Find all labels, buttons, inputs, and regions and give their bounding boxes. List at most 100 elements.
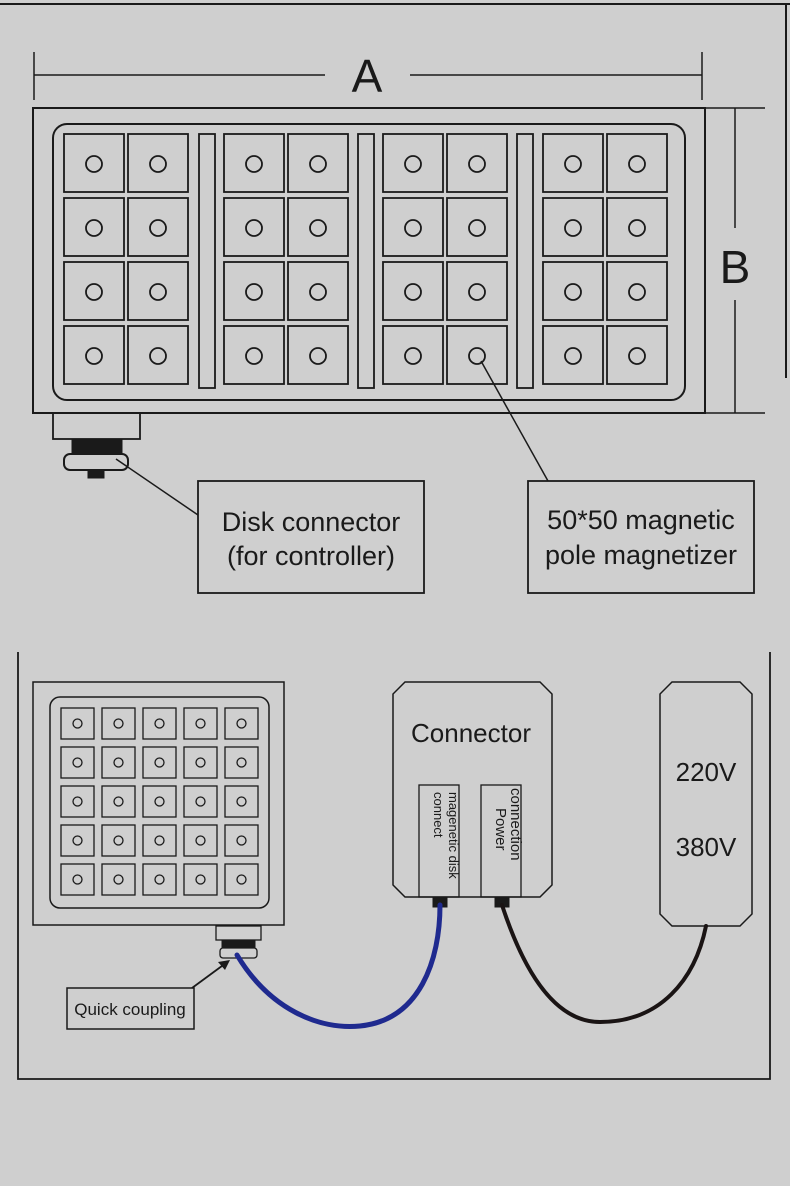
pole-cell <box>606 197 668 257</box>
port-disk-label-line1: connect <box>431 792 446 838</box>
pole-cell <box>63 261 125 321</box>
pole-cell <box>287 197 349 257</box>
pole-cell <box>63 325 125 385</box>
quick-coupling-label: Quick coupling <box>74 1000 186 1019</box>
pole-cell <box>223 197 285 257</box>
small-pole-circle <box>154 874 165 885</box>
separator-bar <box>198 133 216 389</box>
small-magnet-chuck-face <box>49 696 270 909</box>
connector-title: Connector <box>411 718 531 748</box>
port-disk-label-line2: magenetic disk <box>446 792 461 879</box>
pole-circle <box>309 347 327 365</box>
small-pole-circle <box>236 796 247 807</box>
disk-connector <box>52 412 141 479</box>
small-pole-circle <box>72 796 83 807</box>
pole-cell <box>63 197 125 257</box>
disk-connector-callout-box <box>197 480 425 594</box>
pole-circle <box>404 347 422 365</box>
pole-cell <box>127 133 189 193</box>
voltage-380-label: 380V <box>676 832 737 862</box>
small-pole-cell <box>183 785 218 818</box>
small-pole-circle <box>113 757 124 768</box>
power-supply-box <box>659 681 753 927</box>
small-pole-cell <box>142 746 177 779</box>
pole-circle <box>85 347 103 365</box>
pole-cell <box>223 261 285 321</box>
separator-bar <box>357 133 375 389</box>
pole-circle <box>468 283 486 301</box>
pole-cell <box>127 197 189 257</box>
dimension-a-label: A <box>352 50 383 102</box>
pole-cell <box>223 133 285 193</box>
pole-cell <box>223 325 285 385</box>
small-pole-circle <box>195 757 206 768</box>
pole-circle <box>628 283 646 301</box>
port-power-label-line1: Power <box>492 808 509 851</box>
disk-connector-label-line1: Disk connector <box>222 507 401 537</box>
pole-circle <box>564 347 582 365</box>
quick-coupling-connector <box>215 925 262 959</box>
pole-circle <box>628 347 646 365</box>
small-pole-circle <box>154 718 165 729</box>
small-pole-circle <box>195 796 206 807</box>
pole-circle <box>404 219 422 237</box>
pole-circle <box>564 283 582 301</box>
pole-circle <box>309 155 327 173</box>
pole-circle <box>404 155 422 173</box>
pole-circle <box>245 155 263 173</box>
magnet-chuck-body <box>32 107 706 414</box>
small-pole-cell <box>60 785 95 818</box>
small-pole-circle <box>113 796 124 807</box>
pole-circle <box>628 219 646 237</box>
small-pole-cell <box>224 863 259 896</box>
small-magnet-chuck-body <box>32 681 285 926</box>
magnetizer-callout-box <box>527 480 755 594</box>
pole-circle <box>85 283 103 301</box>
pole-cell <box>446 197 508 257</box>
small-pole-cell <box>224 746 259 779</box>
pole-circle <box>245 283 263 301</box>
pole-circle <box>564 155 582 173</box>
pole-cell <box>382 325 444 385</box>
small-pole-cell <box>101 824 136 857</box>
pole-circle <box>149 219 167 237</box>
pole-circle <box>309 283 327 301</box>
pole-cell <box>287 133 349 193</box>
black-cable <box>500 903 708 1025</box>
pole-circle <box>149 347 167 365</box>
dimension-b-line <box>706 107 765 414</box>
small-pole-circle <box>195 874 206 885</box>
bottom-diagram <box>17 652 771 1080</box>
small-pole-cell <box>224 707 259 740</box>
magnetizer-label-line1: 50*50 magnetic <box>547 505 735 535</box>
pole-cell <box>606 133 668 193</box>
small-pole-circle <box>72 757 83 768</box>
small-pole-circle <box>72 874 83 885</box>
pole-cell <box>127 261 189 321</box>
pole-cell <box>542 133 604 193</box>
small-pole-cell <box>183 824 218 857</box>
small-pole-cell <box>224 785 259 818</box>
pole-cell <box>63 133 125 193</box>
pole-cell <box>606 261 668 321</box>
blue-cable <box>234 902 443 1029</box>
small-pole-cell <box>142 707 177 740</box>
pole-cell <box>382 197 444 257</box>
connector-box <box>392 681 553 898</box>
small-pole-circle <box>72 718 83 729</box>
pole-circle <box>468 155 486 173</box>
small-pole-circle <box>113 874 124 885</box>
dimension-a-line <box>33 52 703 100</box>
pole-circle <box>149 155 167 173</box>
small-pole-cell <box>101 785 136 818</box>
quick-coupling-callout-box <box>66 987 195 1030</box>
small-pole-circle <box>154 835 165 846</box>
small-pole-circle <box>154 757 165 768</box>
separator-bar <box>516 133 534 389</box>
pole-circle <box>85 219 103 237</box>
small-pole-cell <box>101 707 136 740</box>
pole-cell <box>287 325 349 385</box>
small-pole-cell <box>142 863 177 896</box>
small-pole-cell <box>183 863 218 896</box>
